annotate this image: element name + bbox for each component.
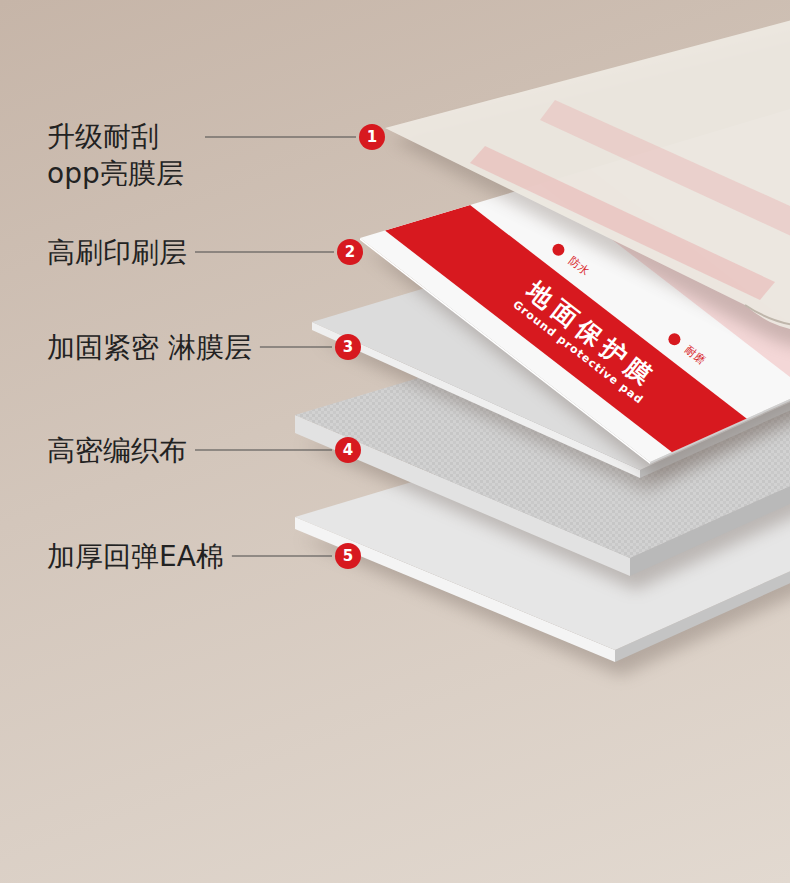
callout-number: 3: [335, 334, 361, 360]
layer-name: 加厚回弹EA棉: [47, 538, 224, 575]
print-text-group: 防水: [566, 254, 591, 278]
print-icon-text: 防水: [566, 254, 591, 278]
callout-number: 2: [337, 239, 363, 265]
print-text-group: 耐磨: [682, 343, 707, 367]
layer-name: 升级耐刮 opp亮膜层: [47, 118, 197, 192]
print-icon: [552, 244, 564, 256]
callout-number: 1: [359, 124, 385, 150]
callout-number: 5: [335, 543, 361, 569]
leader-line: [195, 449, 332, 450]
leader-line: [205, 136, 356, 137]
print-text-group: 地面保护膜Ground protective pad: [509, 274, 663, 407]
opp-film: [385, 10, 790, 350]
callout-number-text: 2: [345, 245, 355, 260]
layer-name: 加固紧密 淋膜层: [47, 329, 252, 366]
callout-number: 4: [335, 437, 361, 463]
print-title: 地面保护膜: [518, 274, 664, 396]
layer-name: 高密编织布: [47, 432, 187, 469]
callout-number-text: 5: [343, 549, 353, 564]
leader-line: [195, 251, 334, 252]
callout-number-text: 3: [343, 340, 353, 355]
print-icon-text: 耐磨: [682, 343, 707, 367]
leader-line: [260, 346, 332, 347]
leader-line: [232, 555, 332, 556]
print-icon: [668, 333, 680, 345]
layer-name: 高刷印刷层: [47, 234, 187, 271]
callout-number-text: 1: [367, 130, 377, 145]
callout-number-text: 4: [343, 443, 353, 458]
